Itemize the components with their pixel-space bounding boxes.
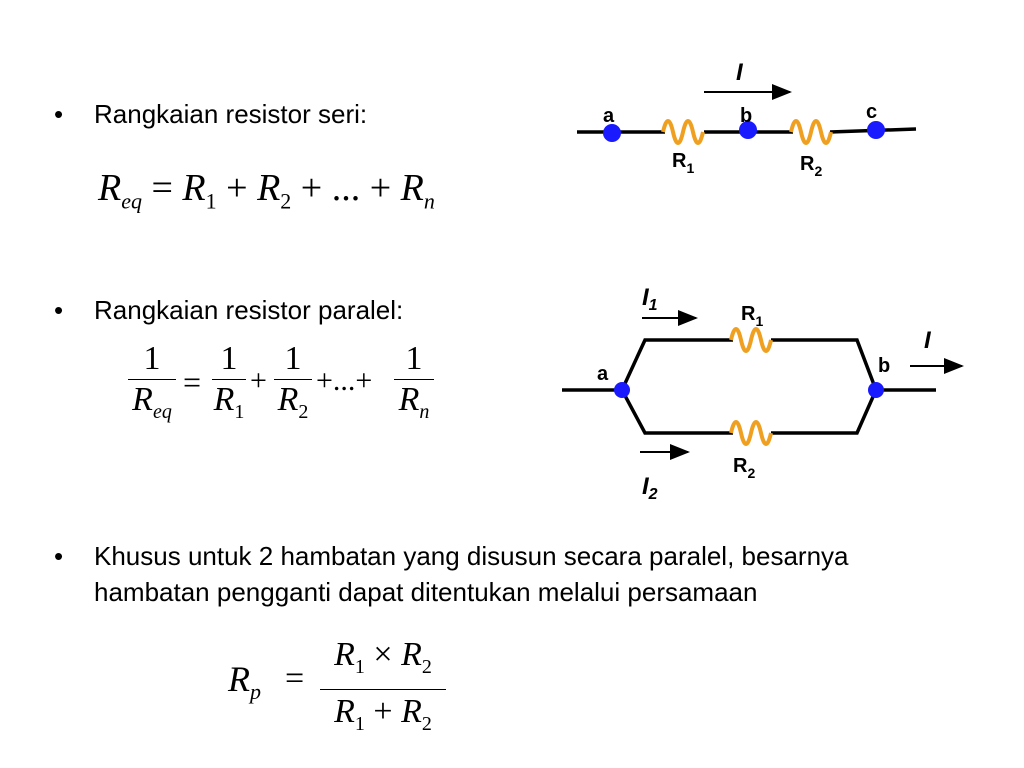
r-symbol: R — [228, 659, 250, 699]
plus-sign: + — [300, 167, 323, 209]
subscript-2: 2 — [421, 655, 432, 678]
plus-sign: + — [250, 364, 267, 397]
times-sign: × — [373, 636, 393, 673]
r-symbol: R — [398, 381, 420, 418]
r-symbol: R — [401, 692, 422, 730]
node-b — [739, 121, 757, 139]
series-formula: Req = R1 + R2 + ... + Rn — [98, 166, 435, 224]
node-b-label: b — [740, 105, 752, 127]
node-c-label: c — [866, 101, 877, 123]
r-symbol: R — [334, 692, 355, 730]
r1-label: R1 — [741, 303, 763, 329]
eq-subscript: eq — [152, 400, 172, 423]
numerator: 1 — [284, 340, 302, 377]
equals-sign: = — [285, 660, 305, 697]
plus-sign: + — [373, 692, 393, 730]
bullet-series: • Rangkaian resistor seri: — [54, 96, 368, 132]
numerator: 1 — [405, 340, 423, 377]
resistor-r1-series — [661, 119, 705, 145]
bullet-parallel: • Rangkaian resistor paralel: — [54, 292, 404, 328]
bullet-two-parallel: • Khusus untuk 2 hambatan yang disusun s… — [54, 538, 994, 610]
ellipsis: ... — [332, 364, 356, 397]
eq-subscript: eq — [121, 188, 142, 214]
r1-label: R1 — [672, 150, 694, 176]
r-symbol: R — [132, 381, 153, 418]
node-c — [867, 121, 885, 139]
numerator: R1 × R2 — [320, 634, 446, 688]
subscript-1: 1 — [354, 655, 365, 678]
fraction-bar — [320, 688, 446, 690]
two-parallel-line-1: Khusus untuk 2 hambatan yang disusun sec… — [94, 541, 849, 571]
parallel-label: Rangkaian resistor paralel: — [94, 295, 404, 325]
numerator: 1 — [143, 340, 161, 377]
plus-sign: + — [355, 364, 373, 397]
two-parallel-line-2: hambatan pengganti dapat ditentukan mela… — [94, 577, 758, 607]
subscript-1: 1 — [205, 188, 217, 214]
resistor-r1-parallel — [729, 327, 773, 353]
r2-label: R2 — [800, 153, 822, 179]
fraction-r1: 1 R1 — [212, 340, 246, 431]
node-a — [603, 124, 621, 142]
fraction-bar — [274, 379, 312, 380]
node-a — [614, 382, 630, 398]
ellipsis: ... — [331, 167, 361, 209]
resistor-r2-parallel — [729, 420, 773, 446]
bullet-dot: • — [54, 99, 64, 129]
current-label: I — [736, 59, 744, 86]
rp-symbol: Rp — [228, 658, 261, 705]
node-b-label: b — [878, 355, 890, 377]
numerator: 1 — [220, 340, 238, 377]
subscript-1: 1 — [234, 400, 245, 423]
r2-label: R2 — [733, 455, 755, 481]
current-i1-label: I1 — [642, 284, 658, 314]
subscript-2: 2 — [298, 400, 309, 423]
subscript-n: n — [419, 400, 430, 423]
fraction-bar — [394, 379, 434, 380]
r-symbol: R — [401, 636, 422, 673]
subscript-1: 1 — [354, 712, 365, 735]
plus-sign: + — [369, 167, 392, 209]
plus-ellipsis-plus: +...+ — [316, 364, 372, 398]
plus-sign: + — [316, 364, 333, 397]
subscript-2: 2 — [280, 188, 292, 214]
r-symbol: R — [182, 167, 206, 209]
bullet-dot: • — [54, 541, 64, 571]
denominator: R1 + R2 — [320, 691, 446, 745]
r-symbol: R — [257, 167, 281, 209]
node-a-label: a — [603, 105, 615, 127]
equals-sign: = — [151, 167, 173, 209]
series-wire — [577, 127, 917, 134]
r-symbol: R — [334, 636, 355, 673]
node-a-label: a — [597, 363, 609, 385]
fraction-req: 1 Req — [128, 340, 176, 431]
subscript-n: n — [423, 188, 435, 214]
fraction-r2: 1 R2 — [274, 340, 312, 431]
r-symbol: R — [277, 381, 299, 418]
resistor-r2-series — [789, 119, 833, 145]
r-symbol: R — [98, 167, 122, 209]
r-symbol: R — [213, 381, 235, 418]
series-label: Rangkaian resistor seri: — [94, 99, 368, 129]
p-subscript: p — [250, 679, 261, 705]
fraction-bar — [212, 379, 246, 380]
r-symbol: R — [400, 167, 424, 209]
subscript-2: 2 — [421, 712, 432, 735]
node-b — [868, 382, 884, 398]
current-total-label: I — [924, 327, 932, 354]
equals-sign: = — [183, 364, 202, 400]
fraction-bar — [128, 379, 176, 380]
fraction-rn: 1 Rn — [394, 340, 434, 431]
plus-sign: + — [226, 167, 248, 209]
current-i2-label: I2 — [642, 473, 658, 503]
bullet-dot: • — [54, 295, 64, 325]
parallel-wire — [562, 338, 936, 435]
fraction-rp: R1 × R2 R1 + R2 — [320, 634, 446, 745]
